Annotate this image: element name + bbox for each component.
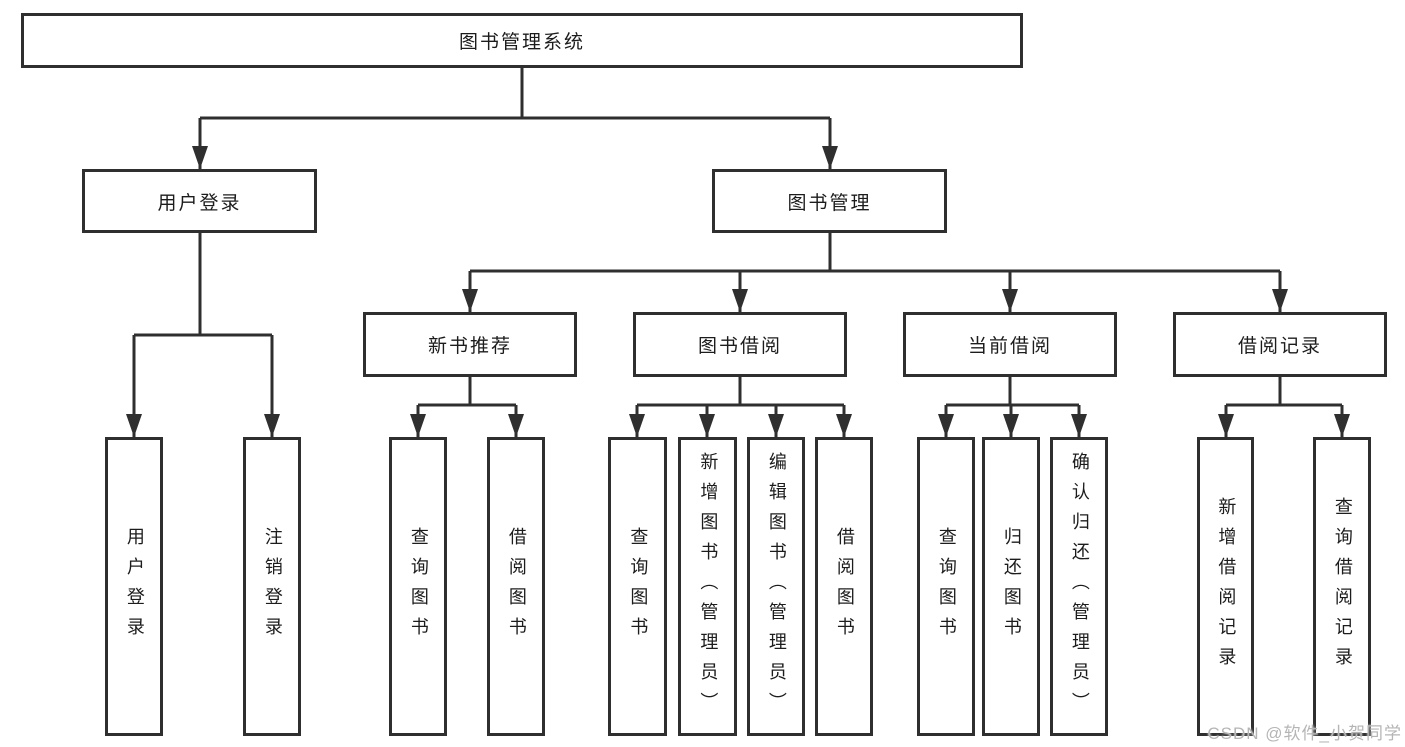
- node-add-borrow-record: 新增借阅记录: [1197, 437, 1254, 736]
- node-user-login-label: 用户登录: [157, 192, 242, 214]
- node-query-books-borrowing: 查询图书: [608, 437, 667, 736]
- node-query-books-recommend-label: 查询图书: [408, 526, 429, 647]
- node-root-label: 图书管理系统: [458, 32, 585, 53]
- node-borrow-books-recommend-label: 借阅图书: [506, 526, 527, 647]
- node-query-books-current-label: 查询图书: [936, 526, 957, 647]
- node-edit-books-admin: 编辑图书（管理员）: [747, 437, 805, 736]
- node-book-borrowing-label: 图书借阅: [697, 336, 782, 357]
- node-add-books-admin-label: 新增图书（管理员）: [698, 451, 719, 722]
- node-book-management-label: 图书管理: [787, 192, 872, 214]
- node-add-borrow-record-label: 新增借阅记录: [1216, 496, 1237, 677]
- node-borrow-books-label: 借阅图书: [834, 526, 855, 647]
- node-return-books-label: 归还图书: [1001, 526, 1022, 647]
- node-book-management: 图书管理: [712, 169, 947, 233]
- node-new-book-recommendation: 新书推荐: [363, 312, 577, 377]
- node-borrow-books: 借阅图书: [815, 437, 873, 736]
- node-user-login-leaf: 用户登录: [105, 437, 163, 736]
- csdn-watermark: CSDN @软件_小贺同学: [1207, 724, 1402, 743]
- node-borrow-books-recommend: 借阅图书: [487, 437, 545, 736]
- node-current-borrowing-label: 当前借阅: [967, 336, 1052, 357]
- node-query-borrow-record: 查询借阅记录: [1313, 437, 1371, 736]
- node-return-books: 归还图书: [982, 437, 1040, 736]
- node-user-login: 用户登录: [82, 169, 317, 233]
- node-query-books-recommend: 查询图书: [389, 437, 447, 736]
- node-current-borrowing: 当前借阅: [903, 312, 1117, 377]
- node-borrowing-records: 借阅记录: [1173, 312, 1387, 377]
- node-user-login-leaf-label: 用户登录: [124, 526, 145, 647]
- node-add-books-admin: 新增图书（管理员）: [678, 437, 737, 736]
- node-borrowing-records-label: 借阅记录: [1237, 336, 1322, 357]
- node-new-book-recommendation-label: 新书推荐: [427, 336, 512, 357]
- node-query-borrow-record-label: 查询借阅记录: [1332, 496, 1353, 677]
- node-root: 图书管理系统: [21, 13, 1023, 68]
- node-confirm-return-admin: 确认归还（管理员）: [1050, 437, 1108, 736]
- node-book-borrowing: 图书借阅: [633, 312, 847, 377]
- node-query-books-current: 查询图书: [917, 437, 975, 736]
- node-query-books-borrowing-label: 查询图书: [628, 526, 649, 647]
- node-logout-label: 注销登录: [262, 526, 283, 647]
- node-confirm-return-admin-label: 确认归还（管理员）: [1069, 451, 1090, 722]
- node-logout: 注销登录: [243, 437, 301, 736]
- node-edit-books-admin-label: 编辑图书（管理员）: [766, 451, 787, 722]
